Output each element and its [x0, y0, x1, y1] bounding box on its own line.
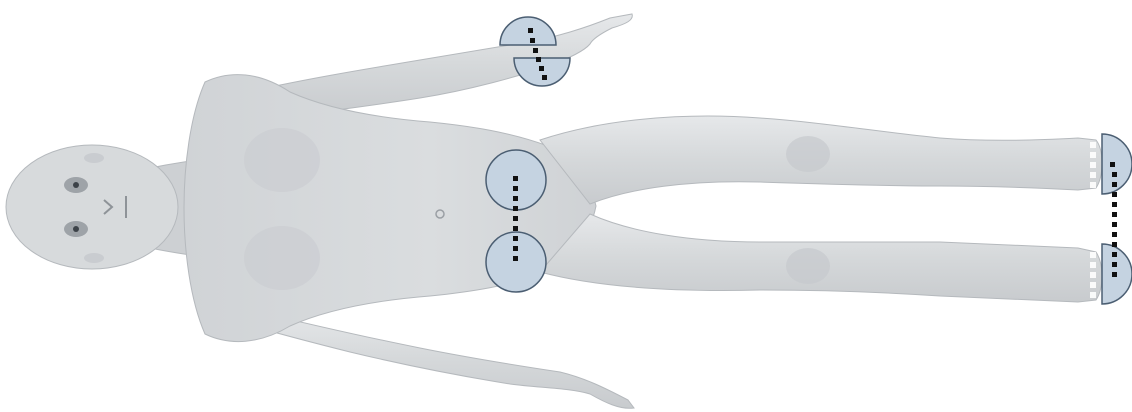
knee-bottom — [786, 248, 830, 284]
ear-bottom — [84, 253, 104, 263]
ear-top — [84, 153, 104, 163]
chest-right — [244, 226, 320, 290]
head — [6, 145, 178, 269]
wrist-marker-lower — [514, 58, 570, 86]
lower-arm-bottom — [250, 310, 634, 408]
knee-top — [786, 136, 830, 172]
torso — [184, 75, 596, 342]
chest-left — [244, 128, 320, 192]
